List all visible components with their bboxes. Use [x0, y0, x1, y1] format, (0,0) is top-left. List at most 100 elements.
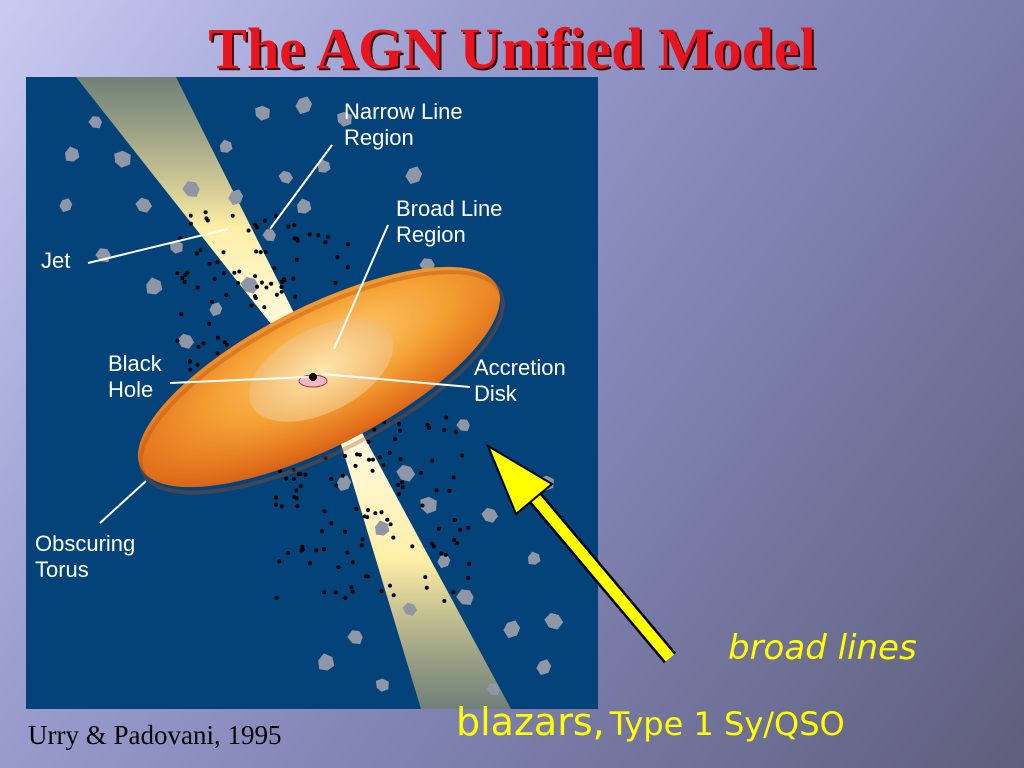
black-hole [309, 373, 317, 381]
dot [274, 495, 278, 500]
cloud [278, 170, 294, 184]
dot [425, 422, 430, 427]
dot [188, 367, 193, 372]
cloud [375, 520, 390, 536]
cloud [262, 229, 276, 242]
caption-broad-lines: broad lines [728, 628, 917, 668]
dot [343, 529, 347, 534]
dot [274, 502, 278, 507]
dot [444, 415, 449, 420]
cloud [219, 139, 233, 153]
dot [467, 561, 472, 566]
cloud [295, 96, 313, 115]
dot [398, 457, 403, 462]
caption-blazars: blazars, [456, 700, 605, 744]
dot [427, 425, 432, 430]
dot [255, 284, 260, 289]
cloud [146, 277, 163, 295]
dot [391, 593, 396, 598]
dot [460, 453, 465, 458]
dot [452, 537, 457, 542]
cloud [318, 653, 335, 671]
dot [396, 483, 400, 487]
label-accretion-disk: Accretion Disk [474, 355, 566, 406]
dot [391, 535, 396, 540]
dot [335, 255, 340, 259]
dot [277, 468, 282, 473]
dot [350, 560, 355, 565]
slide-title: The AGN Unified Model [208, 16, 816, 81]
dot [210, 299, 214, 304]
dot [272, 266, 277, 271]
dot [274, 595, 279, 600]
dot [183, 272, 188, 277]
cloud [420, 496, 437, 514]
dot [314, 548, 319, 553]
dot [286, 550, 291, 555]
dot [212, 276, 217, 281]
dot [269, 281, 274, 286]
dot [451, 475, 456, 480]
dot [277, 559, 282, 564]
label-broad-line-region: Broad Line Region [396, 196, 503, 247]
dot [357, 452, 362, 457]
dot [353, 463, 358, 468]
dot [430, 458, 435, 463]
dot [237, 269, 242, 274]
cloud [396, 464, 416, 482]
dot [291, 477, 296, 481]
dot [298, 484, 303, 489]
dot [307, 232, 312, 237]
dot [423, 575, 428, 580]
cloud [209, 302, 223, 317]
cloud [240, 276, 260, 294]
dot [372, 427, 377, 432]
dot [180, 276, 185, 281]
agn-diagram: Narrow Line Region Broad Line Region Jet… [26, 77, 598, 709]
dot [359, 543, 364, 548]
citation: Urry & Padovani, 1995 [28, 720, 282, 750]
cloud [481, 507, 499, 523]
dot [207, 261, 212, 266]
dot [254, 249, 259, 254]
dot [196, 344, 201, 349]
cloud [88, 116, 102, 129]
dot [436, 526, 441, 531]
dot [345, 265, 350, 270]
dot [366, 574, 371, 579]
cloud [317, 159, 331, 173]
dot [451, 590, 456, 595]
dot [253, 222, 258, 227]
dot [182, 280, 187, 285]
dot [187, 359, 192, 364]
dot [455, 541, 460, 546]
dot [393, 437, 398, 442]
cloud [336, 475, 352, 492]
dot [379, 589, 384, 594]
dot [454, 429, 458, 434]
cloud [182, 181, 200, 197]
cloud [486, 683, 500, 696]
dot [333, 280, 338, 285]
cloud [297, 198, 312, 214]
dot [221, 250, 226, 255]
dot [381, 463, 386, 467]
dot [388, 583, 392, 588]
dot [333, 590, 338, 595]
label-jet: Jet [41, 248, 71, 273]
viewing-angle-arrow [485, 443, 677, 664]
dot [262, 218, 267, 223]
cloud [347, 630, 363, 645]
leader-obscuring-torus [99, 480, 147, 524]
cloud [170, 240, 183, 254]
dot [434, 488, 439, 493]
dot [222, 271, 227, 276]
dot [360, 537, 365, 542]
dot [279, 289, 284, 294]
cloud [376, 678, 389, 692]
dot [400, 485, 405, 490]
dot [316, 233, 321, 238]
dot [195, 362, 200, 367]
dot [329, 477, 334, 481]
dot [295, 504, 300, 509]
